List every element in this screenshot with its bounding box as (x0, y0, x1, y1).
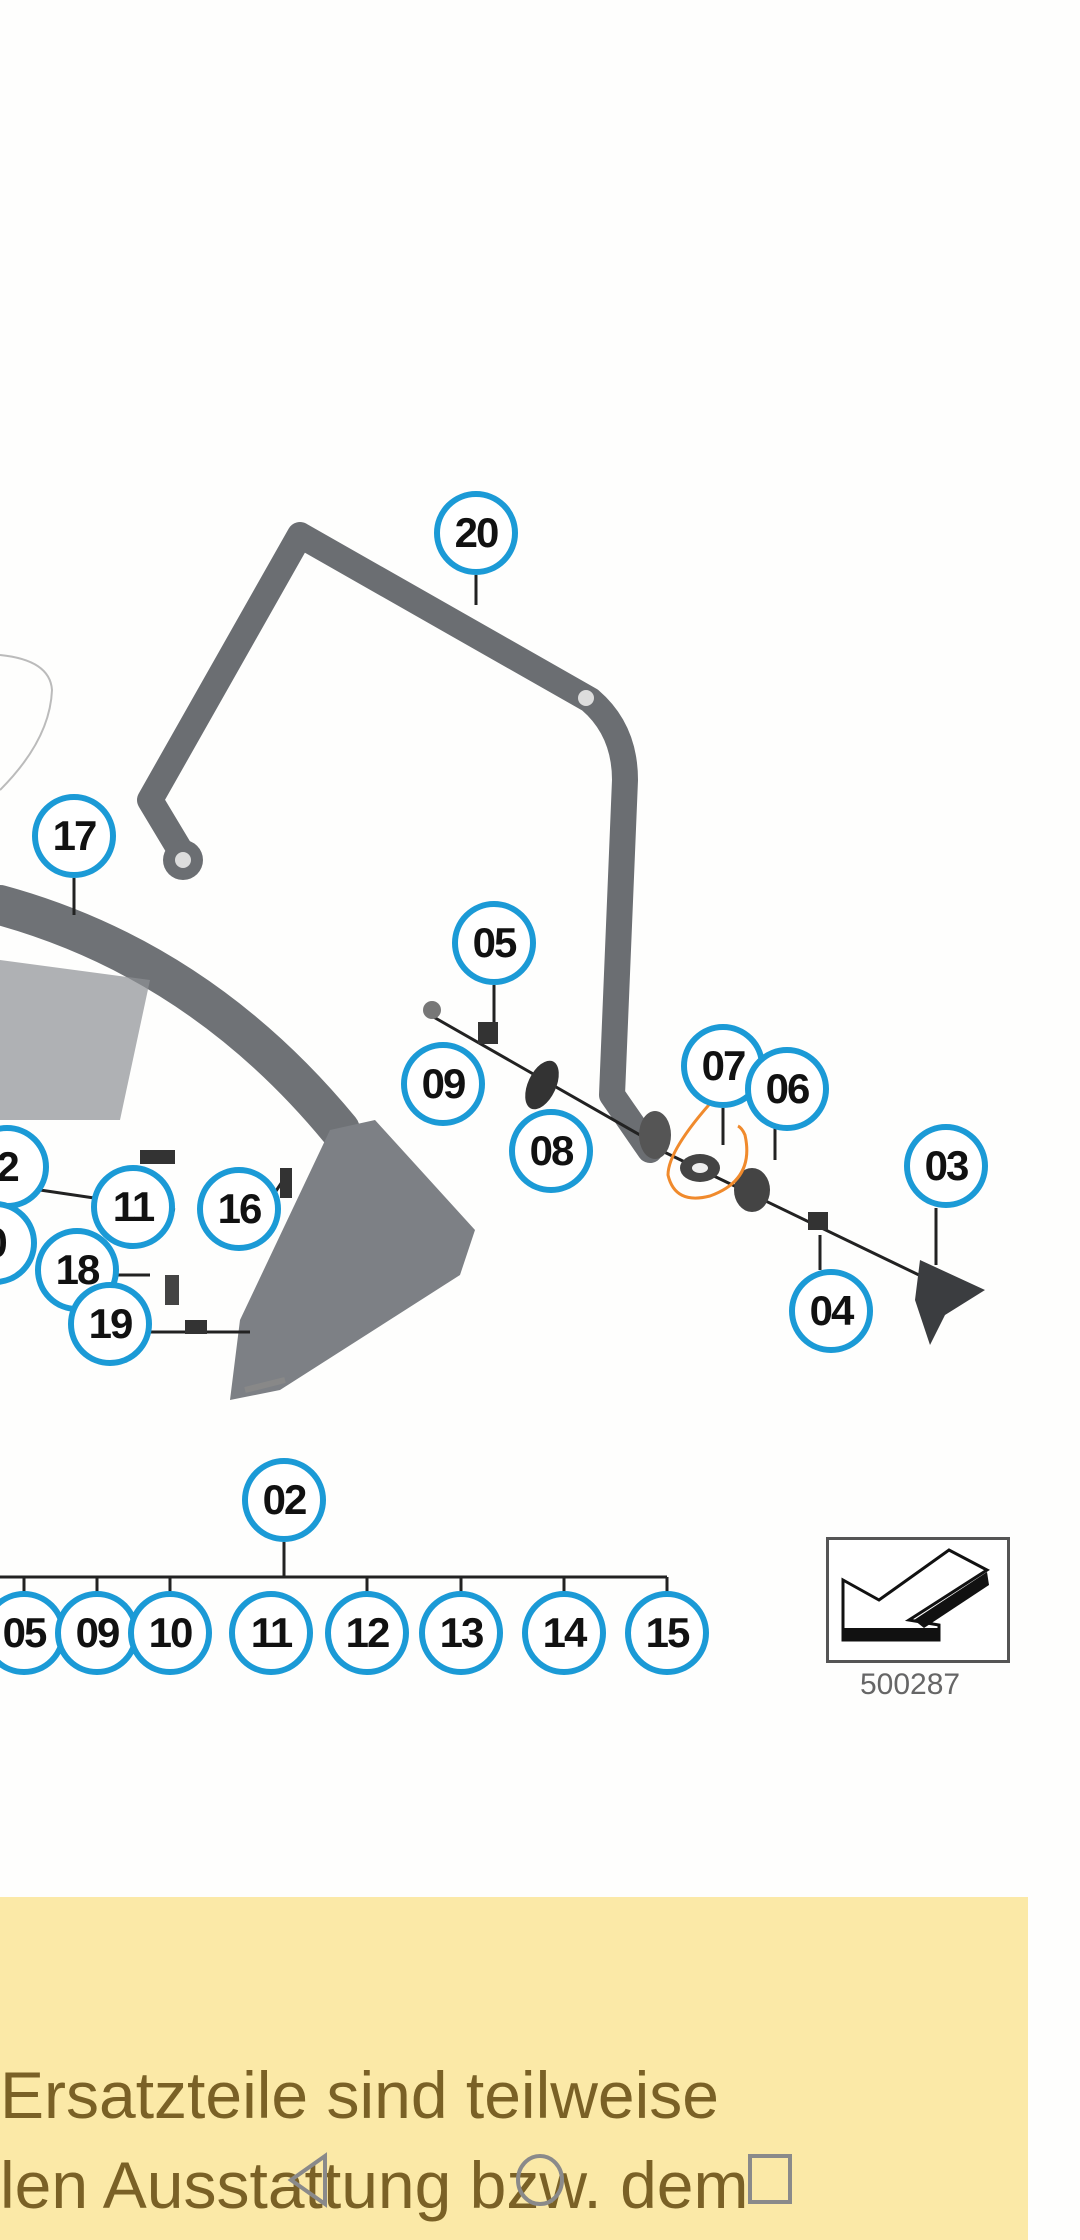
callout-02[interactable]: 02 (242, 1458, 326, 1542)
callout-05[interactable]: 05 (452, 901, 536, 985)
back-icon[interactable] (285, 2152, 335, 2208)
callout-row-12[interactable]: 12 (325, 1591, 409, 1675)
callout-row-10[interactable]: 10 (128, 1591, 212, 1675)
notice-panel: Ersatzteile sind teilweise len Ausstattu… (0, 1897, 1028, 2240)
callout-11[interactable]: 11 (91, 1165, 175, 1249)
parts-illustration (0, 522, 985, 1595)
callout-08[interactable]: 08 (509, 1109, 593, 1193)
callout-19[interactable]: 19 (68, 1282, 152, 1366)
callout-row-15[interactable]: 15 (625, 1591, 709, 1675)
callout-16[interactable]: 16 (197, 1167, 281, 1251)
home-icon[interactable] (513, 2152, 567, 2208)
callout-17[interactable]: 17 (32, 794, 116, 878)
callout-20[interactable]: 20 (434, 491, 518, 575)
callout-row-13[interactable]: 13 (419, 1591, 503, 1675)
recents-icon[interactable] (747, 2152, 793, 2208)
callout-row-09[interactable]: 09 (55, 1591, 139, 1675)
callout-row-11[interactable]: 11 (229, 1591, 313, 1675)
diagram-number: 500287 (860, 1668, 961, 1701)
callout-03[interactable]: 03 (904, 1124, 988, 1208)
highlight-mark (666, 1096, 749, 1200)
callout-row-14[interactable]: 14 (522, 1591, 606, 1675)
callout-04[interactable]: 04 (789, 1269, 873, 1353)
notice-text-line-2: len Ausstattung bzw. dem (0, 2148, 749, 2222)
callout-06[interactable]: 06 (745, 1047, 829, 1131)
notice-text-line-1: Ersatzteile sind teilweise (0, 2058, 719, 2132)
parts-diagram: 20 17 05 09 08 07 06 03 04 2 0 11 16 18 … (0, 491, 1010, 1701)
callout-09[interactable]: 09 (401, 1042, 485, 1126)
orientation-arrow-icon (826, 1537, 1010, 1663)
